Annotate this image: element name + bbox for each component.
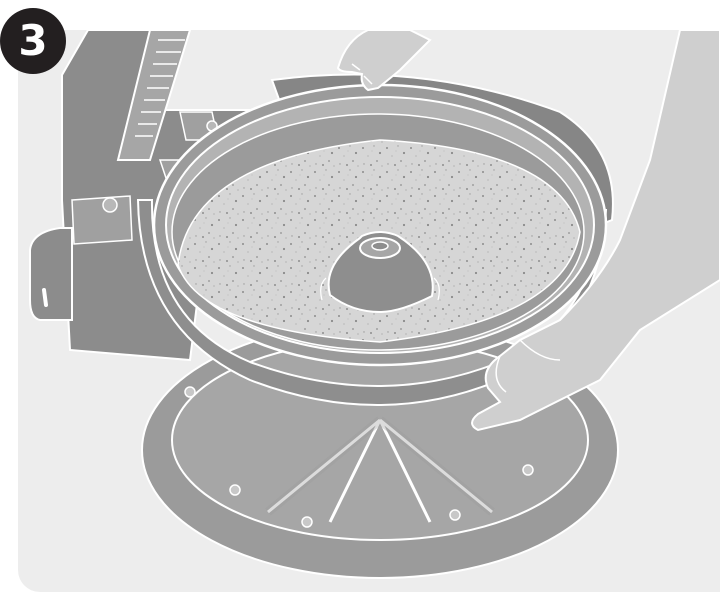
step-number: 3 bbox=[18, 20, 47, 62]
step-number-badge: 3 bbox=[0, 8, 66, 74]
